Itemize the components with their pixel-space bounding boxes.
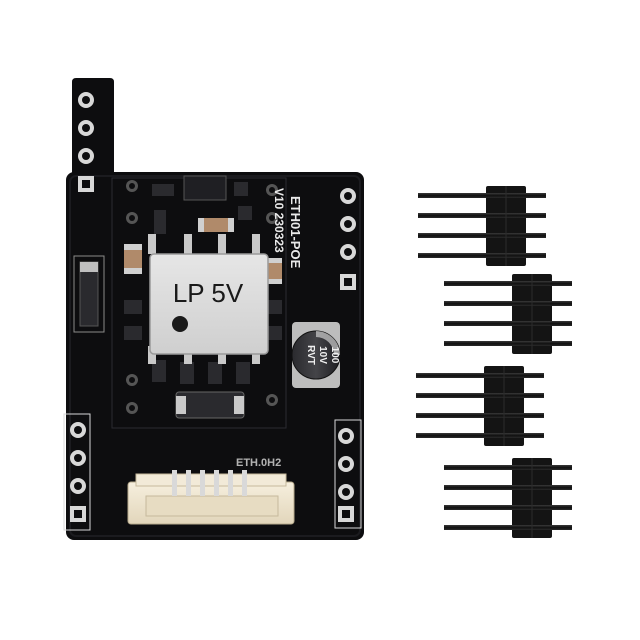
power-module-lp5v: LP 5V: [148, 234, 269, 364]
board-version-label: V10 230323: [272, 188, 286, 253]
left-bottom-pad-row: [63, 413, 91, 531]
jst-connector: ETH.0H2: [127, 457, 295, 525]
right-bottom-pad-row: [334, 419, 362, 529]
top-left-pad-row: [78, 92, 94, 192]
pin-header-3: [416, 366, 544, 446]
board-silkscreen: ETH01-POE V10 230323: [272, 188, 303, 269]
pin1-dot: [172, 316, 188, 332]
capacitor-value: 100: [329, 347, 340, 364]
left-diode: [73, 255, 105, 333]
pin-header-2: [444, 274, 572, 354]
capacitor-series: RVT: [305, 345, 316, 365]
electrolytic-capacitor: 100 10V RVT: [291, 322, 341, 388]
module-label: LP 5V: [173, 278, 244, 308]
pin-header-4: [444, 458, 572, 538]
right-top-pad-row: [340, 188, 356, 290]
pin-header-1: [418, 186, 546, 266]
capacitor-voltage: 10V: [317, 346, 328, 364]
connector-label: ETH.0H2: [236, 457, 281, 469]
smd-inductor: [175, 391, 245, 419]
smd-parts-top: [126, 175, 278, 414]
board-name-label: ETH01-POE: [288, 196, 303, 269]
